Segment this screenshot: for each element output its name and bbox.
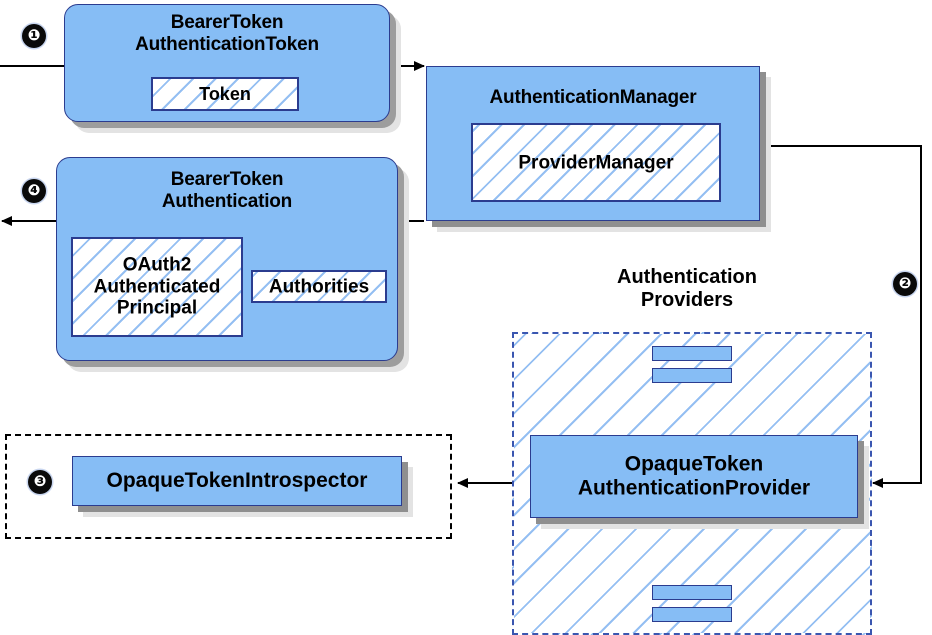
bearer-token-authentication-token-title-line1: BearerToken [170,12,284,33]
node-opaque-token-authentication-provider[interactable]: OpaqueToken AuthenticationProvider [530,435,858,518]
authentication-providers-caption-line1: Authentication [617,266,757,288]
authentication-providers-caption-line2: Providers [640,288,734,311]
node-authentication-manager[interactable]: AuthenticationManager ProviderManager [426,66,760,221]
opaque-token-authentication-provider-title-line1: OpaqueToken [624,452,764,476]
node-opaque-token-introspector[interactable]: OpaqueTokenIntrospector [72,456,402,506]
token-label: Token [199,83,251,104]
node-bearer-token-authentication-token[interactable]: BearerToken AuthenticationToken Token [64,4,390,122]
node-oauth2-authenticated-principal[interactable]: OAuth2 Authenticated Principal [71,237,243,337]
step-badge-1: ❶ [22,24,46,48]
node-token[interactable]: Token [151,77,299,111]
node-provider-manager[interactable]: ProviderManager [471,123,721,202]
oauth2-authenticated-principal-line3: Principal [116,297,198,319]
provider-stack-bar-bottom-1 [652,585,732,600]
step-badge-4: ❹ [22,179,46,203]
opaque-token-introspector-label: OpaqueTokenIntrospector [106,469,368,493]
bearer-token-authentication-title-line1: BearerToken [170,169,284,190]
bearer-token-authentication-token-title-line2: AuthenticationToken [135,34,319,55]
step-badge-3: ❸ [28,470,52,494]
oauth2-authenticated-principal-line2: Authenticated [93,276,221,298]
opaque-token-introspector-group [5,434,452,539]
provider-manager-label: ProviderManager [518,151,674,173]
authorities-label: Authorities [268,275,370,297]
authentication-providers-caption: Authentication Providers [556,266,818,312]
node-authorities[interactable]: Authorities [251,270,387,303]
authentication-manager-title: AuthenticationManager [489,87,697,108]
provider-stack-bar-top-1 [652,346,732,361]
provider-stack-bar-top-2 [652,368,732,383]
bearer-token-authentication-title-line2: Authentication [161,191,293,212]
opaque-token-authentication-provider-title-line2: AuthenticationProvider [577,476,811,500]
provider-stack-bar-bottom-2 [652,607,732,622]
node-bearer-token-authentication[interactable]: BearerToken Authentication OAuth2 Authen… [56,157,398,361]
oauth2-authenticated-principal-line1: OAuth2 [122,254,192,276]
step-badge-2: ❷ [893,272,917,296]
